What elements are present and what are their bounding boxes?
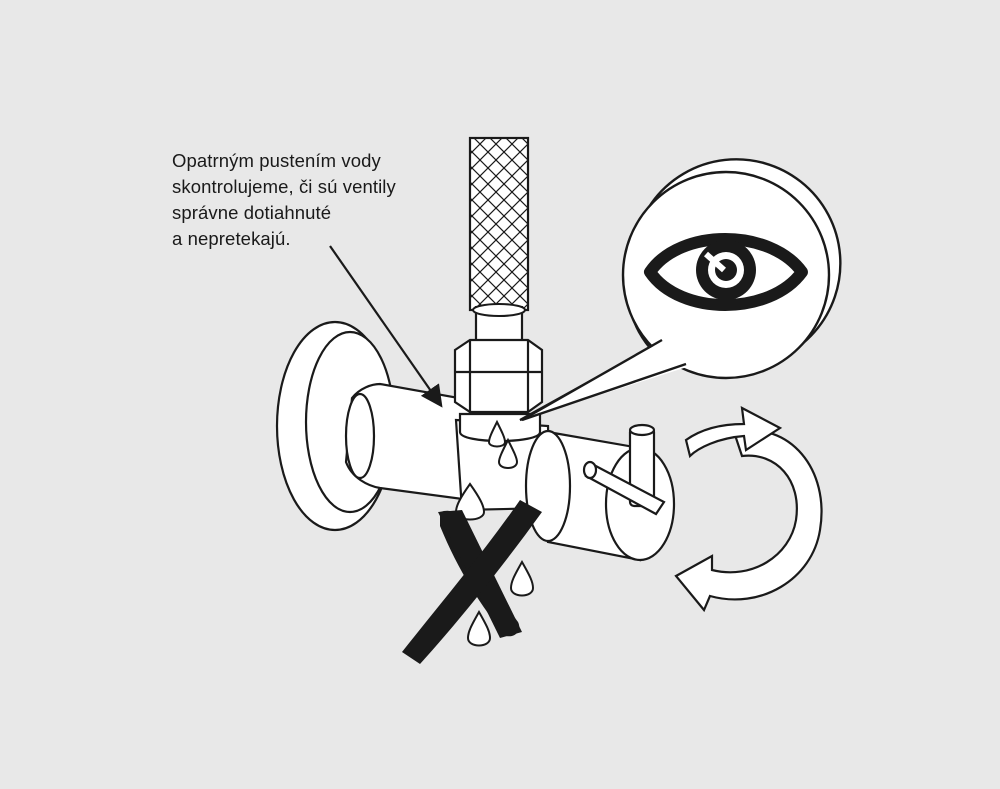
water-drop-icon (466, 609, 492, 647)
cross-mark-icon (402, 500, 542, 664)
caption-line-2: skontrolujeme, či sú ventily (172, 176, 396, 197)
water-drop-icon (509, 559, 535, 597)
valve-body (344, 382, 552, 512)
instruction-caption: Opatrným pustením vody skontrolujeme, či… (172, 148, 452, 252)
water-drop-icon (487, 419, 507, 448)
caption-line-4: a nepretekajú. (172, 228, 291, 249)
water-drop-icon (497, 437, 519, 469)
rotation-arrow-icon (674, 406, 823, 613)
inspection-bubble (519, 158, 842, 422)
braided-hose (468, 136, 530, 353)
water-drop-icon (454, 482, 486, 521)
pointer-arrow (329, 245, 443, 408)
caption-line-1: Opatrným pustením vody (172, 150, 381, 171)
valve-lever (582, 423, 666, 516)
water-drops (454, 419, 535, 647)
caption-line-3: správne dotiahnuté (172, 202, 332, 223)
eye-icon (644, 233, 808, 311)
valve-handle-barrel (524, 429, 676, 562)
